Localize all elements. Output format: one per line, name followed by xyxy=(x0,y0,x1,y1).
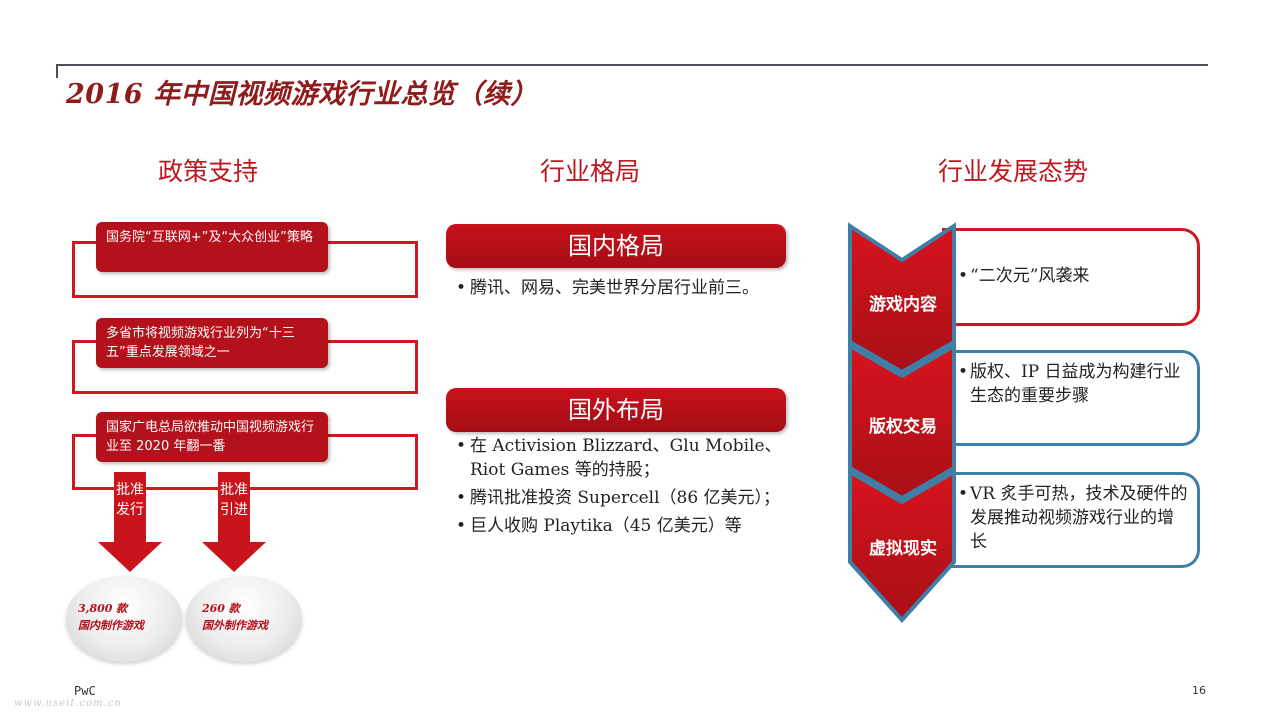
domestic-heading: 国内格局 xyxy=(446,224,786,268)
page-number: 16 xyxy=(1192,684,1206,697)
arrow-down-icon xyxy=(98,542,162,572)
chevron-1 xyxy=(848,222,956,375)
footer-source: PwC xyxy=(74,684,96,698)
oval-domestic-games: 3,800 款 国内制作游戏 xyxy=(66,576,182,662)
oval-foreign-games: 260 款 国外制作游戏 xyxy=(186,576,302,662)
list-item: •巨人收购 Playtika（45 亿美元）等 xyxy=(456,516,742,536)
trend-label-vr: 虚拟现实 xyxy=(869,539,937,559)
list-item: •在 Activision Blizzard、Glu Mobile、Riot G… xyxy=(456,436,782,480)
oval-domestic-label: 国内制作游戏 xyxy=(78,619,144,632)
foreign-bullets: •在 Activision Blizzard、Glu Mobile、Riot G… xyxy=(456,434,786,542)
foreign-heading: 国外布局 xyxy=(446,388,786,432)
trend-text-vr: •VR 炙手可热，技术及硬件的发展推动视频游戏行业的增长 xyxy=(958,484,1188,552)
trend-label-content: 游戏内容 xyxy=(869,295,937,315)
column-heading-policy: 政策支持 xyxy=(157,157,258,186)
policy-item-1: 国务院“互联网+”及“大众创业”策略 xyxy=(96,222,328,272)
title-rule-vertical xyxy=(56,64,58,78)
policy-item-2: 多省市将视频游戏行业列为“十三五”重点发展领域之一 xyxy=(96,318,328,368)
domestic-bullets: •腾讯、网易、完美世界分居行业前三。 xyxy=(456,276,786,304)
list-item: •腾讯批准投资 Supercell（86 亿美元）； xyxy=(456,488,781,508)
arrow-label-approve-publish: 批准发行 xyxy=(114,472,146,542)
policy-item-3: 国家广电总局欲推动中国视频游戏行业至 2020 年翻一番 xyxy=(96,412,328,462)
list-item: •腾讯、网易、完美世界分居行业前三。 xyxy=(456,278,759,298)
arrow-approve-publish: 批准发行 xyxy=(98,472,162,572)
trend-text-content: •“二次元”风袭来 xyxy=(958,266,1090,286)
page-title: 2016 年中国视频游戏行业总览（续） xyxy=(66,79,539,110)
trend-chevron-stack xyxy=(848,222,956,623)
oval-domestic-count: 3,800 款 xyxy=(78,602,128,615)
chevron-2 xyxy=(848,342,956,501)
arrow-down-icon xyxy=(202,542,266,572)
trend-label-copyright: 版权交易 xyxy=(869,417,937,437)
oval-foreign-count: 260 款 xyxy=(202,602,240,615)
trend-card-1 xyxy=(942,228,1200,326)
title-rule-horizontal xyxy=(56,64,1208,66)
trend-card-2 xyxy=(942,350,1200,446)
watermark: www.useit.com.cn xyxy=(14,698,122,709)
column-heading-industry: 行业格局 xyxy=(539,157,640,186)
arrow-label-approve-import: 批准引进 xyxy=(218,472,250,542)
arrow-approve-import: 批准引进 xyxy=(202,472,266,572)
trend-card-3 xyxy=(942,472,1200,568)
column-heading-trend: 行业发展态势 xyxy=(937,157,1088,186)
chevron-3 xyxy=(848,468,956,623)
oval-foreign-label: 国外制作游戏 xyxy=(202,619,268,632)
trend-text-copyright: •版权、IP 日益成为构建行业生态的重要步骤 xyxy=(958,362,1181,406)
